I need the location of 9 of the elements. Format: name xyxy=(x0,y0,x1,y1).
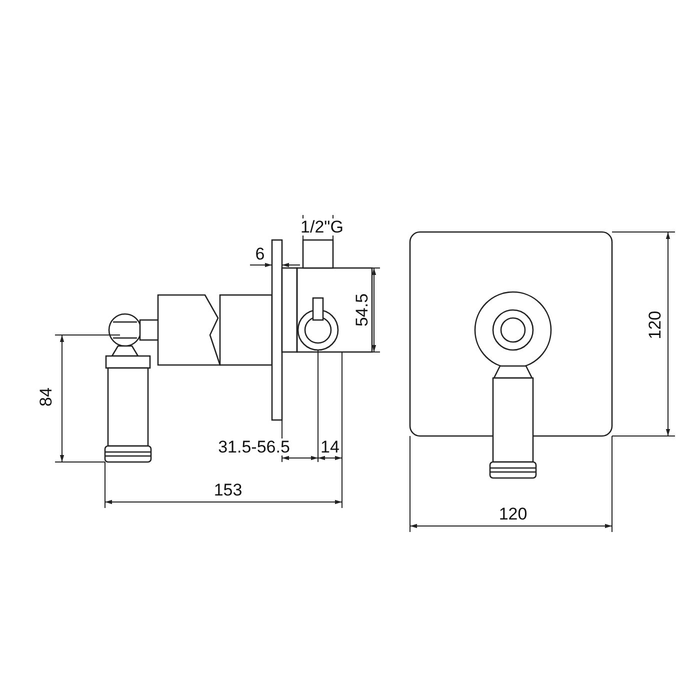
dimension-value: 14 xyxy=(320,438,340,456)
dimension-value: 120 xyxy=(646,310,664,340)
dimension-value: 120 xyxy=(498,506,528,522)
dimension-value: 6 xyxy=(254,246,266,262)
dimension-value: 1/2"G xyxy=(300,218,344,236)
dimension-value: 31.5-56.5 xyxy=(217,438,291,456)
dimension-value: 84 xyxy=(38,386,54,408)
dimension-value: 54.5 xyxy=(354,292,370,328)
dimension-value: 153 xyxy=(212,482,244,498)
